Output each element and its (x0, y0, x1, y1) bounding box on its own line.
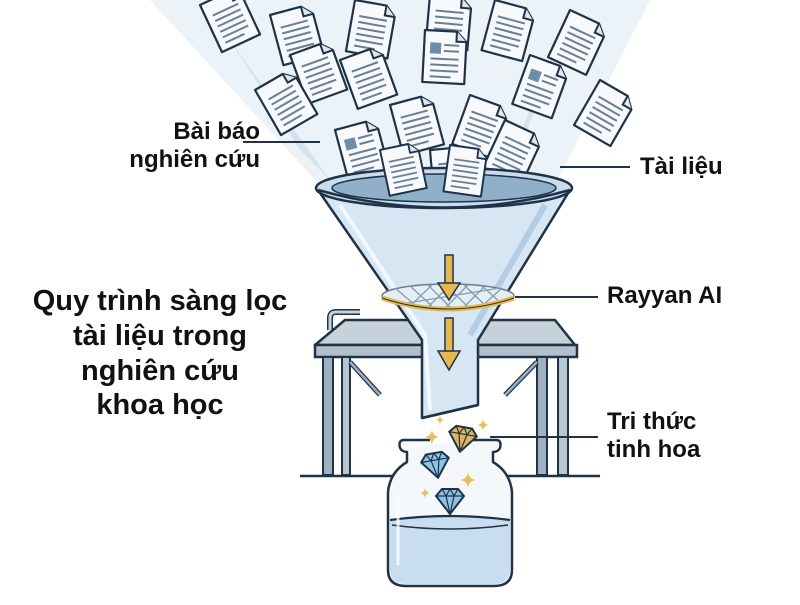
label-line: Bài báo (173, 118, 260, 145)
down-arrow-icon (436, 254, 462, 372)
label-documents: Tài liệu (640, 153, 723, 181)
title-line-3: nghiên cứu (81, 354, 239, 387)
label-line: Rayyan AI (607, 282, 723, 309)
label-research-papers: Bài báo nghiên cứu (120, 118, 260, 175)
title-line-1: Quy trình sàng lọc (32, 285, 288, 317)
label-line: tinh hoa (607, 436, 701, 464)
label-refined-knowledge: Tri thức tinh hoa (607, 408, 700, 465)
label-rayyan-ai: Rayyan AI (607, 282, 722, 310)
title-line-4: khoa học (96, 389, 224, 422)
label-line: nghiên cứu (129, 146, 260, 174)
funnel (314, 141, 574, 420)
diagram-title: Quy trình sàng lọc tài liệu trong nghiên… (20, 284, 300, 423)
label-line: Tri thức (607, 408, 697, 435)
leader-lines (243, 141, 630, 438)
label-line: Tài liệu (640, 153, 723, 180)
title-line-2: tài liệu trong (73, 319, 247, 352)
